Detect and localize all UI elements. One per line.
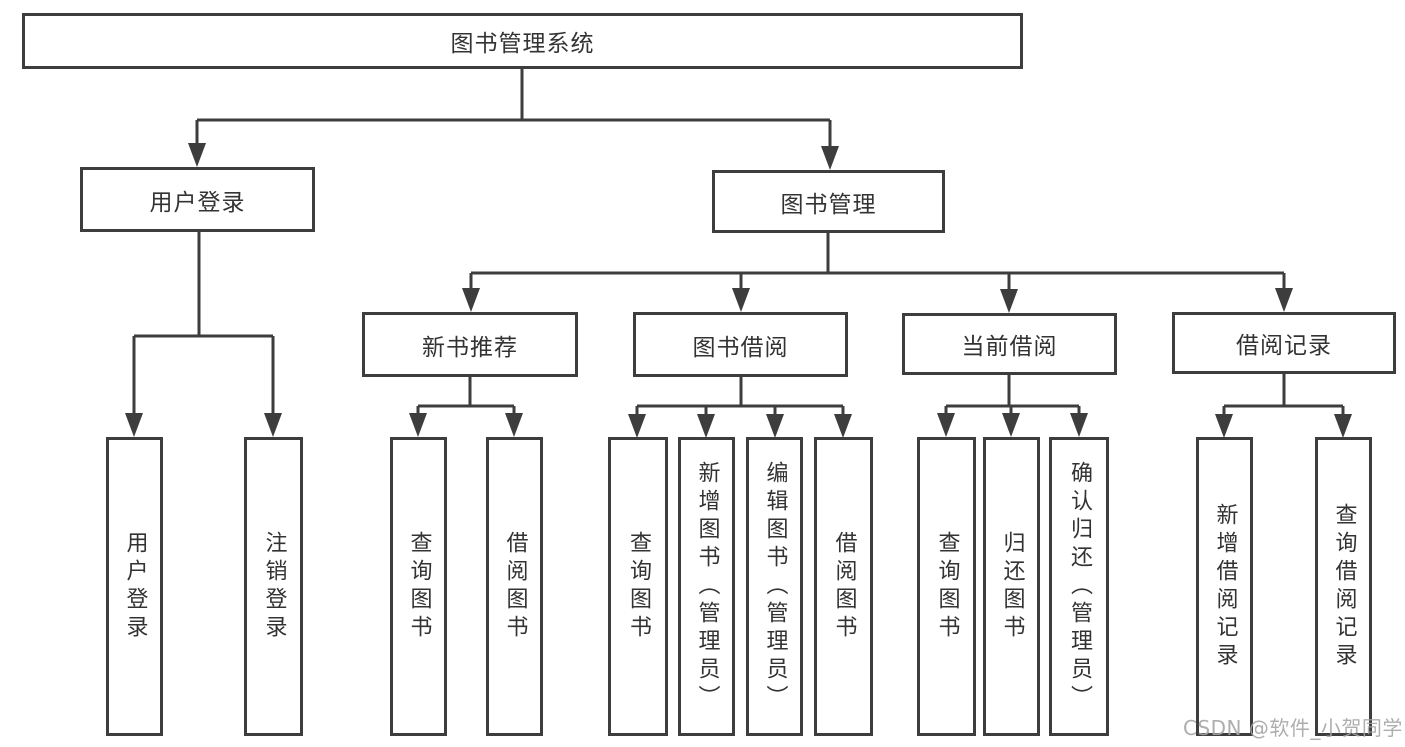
node-borrow-records: 借阅记录 (1172, 312, 1396, 374)
leaf-query-borrow-record: 查询借阅记录 (1315, 437, 1372, 736)
leaf-query-books-recommend: 查询图书 (390, 437, 447, 736)
node-new-book-recommend: 新书推荐 (362, 312, 578, 377)
node-current-borrow: 当前借阅 (902, 313, 1117, 375)
node-user-login: 用户登录 (80, 167, 315, 232)
node-book-management: 图书管理 (712, 170, 945, 233)
leaf-confirm-return-admin: 确认归还（管理员） (1049, 437, 1109, 736)
leaf-borrow-books-borrow: 借阅图书 (814, 437, 873, 736)
csdn-watermark: CSDN @软件_小贺同学 (1183, 716, 1403, 740)
leaf-borrow-books-recommend: 借阅图书 (486, 437, 543, 736)
leaf-add-borrow-record: 新增借阅记录 (1196, 437, 1253, 736)
leaf-user-login: 用户登录 (106, 437, 163, 736)
leaf-return-books: 归还图书 (983, 437, 1040, 736)
leaf-logout: 注销登录 (244, 437, 303, 736)
node-book-borrow: 图书借阅 (633, 312, 848, 377)
leaf-edit-book-admin: 编辑图书（管理员） (746, 437, 803, 736)
leaf-query-books-borrow: 查询图书 (608, 437, 668, 736)
leaf-add-book-admin: 新增图书（管理员） (678, 437, 735, 736)
leaf-query-books-current: 查询图书 (917, 437, 976, 736)
node-library-system: 图书管理系统 (22, 13, 1023, 69)
